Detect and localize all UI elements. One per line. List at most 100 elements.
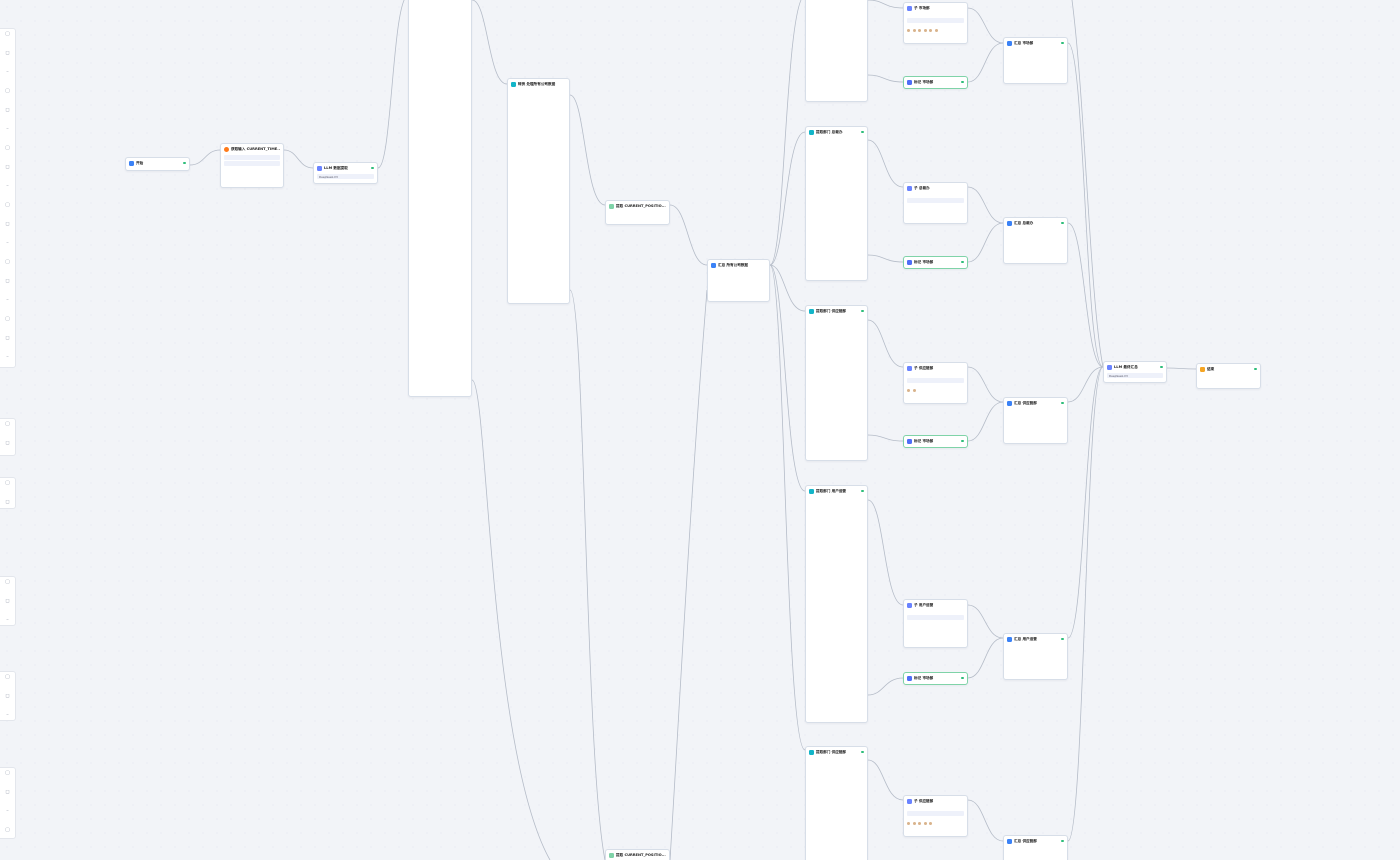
node-aggregate[interactable]: 汇总 总裁办 — [1003, 217, 1068, 264]
node-transform[interactable]: 转换 处理所有公司数据 — [507, 78, 570, 304]
node-title: LLM 数据提取 — [324, 165, 348, 170]
status-dot — [1061, 221, 1064, 225]
node-extract-dept[interactable]: 提取部门 总裁办 — [805, 126, 868, 281]
node-tag[interactable]: 标记 市场部 — [903, 435, 968, 448]
node-sub-llm[interactable]: 子 供应链部 — [903, 362, 968, 404]
node-aggregate[interactable]: 汇总 用户运营 — [1003, 633, 1068, 680]
node-sub-llm[interactable]: 子 用户运营 — [903, 599, 968, 648]
node-aggregate-all[interactable]: 汇总 所有公司数据 — [707, 259, 770, 302]
llm-icon — [317, 165, 322, 171]
list-item — [409, 306, 471, 313]
minus-icon[interactable]: ▢ — [5, 316, 10, 322]
aggregate-icon — [1007, 400, 1012, 406]
plus-icon[interactable]: – — [6, 297, 9, 303]
tag-icon — [907, 259, 912, 265]
list-item — [409, 17, 471, 24]
fit-icon[interactable]: ◻ — [5, 278, 10, 284]
llm-icon — [907, 602, 912, 608]
hand-icon[interactable]: ▢ — [5, 770, 10, 776]
lock-icon[interactable]: ◻ — [5, 789, 10, 795]
param-chip — [224, 155, 280, 160]
minus-icon[interactable]: ◻ — [5, 164, 10, 170]
node-aggregate[interactable]: 汇总 供应链部 — [1003, 397, 1068, 444]
node-description — [806, 440, 867, 442]
node-extract-position[interactable]: 提取 CURRENT_POSITIO... — [605, 200, 670, 225]
node-extract-dept[interactable]: 提取部门 用户运营 — [805, 485, 868, 723]
node-title: 开始 — [136, 160, 144, 165]
list-item — [409, 369, 471, 376]
node-header: 标记 市场部 — [904, 77, 967, 87]
param-row — [806, 137, 867, 144]
node-get-time[interactable]: 获取输入 CURRENT_TIME... — [220, 143, 284, 188]
undo-icon[interactable]: – — [6, 69, 9, 75]
node-sub-llm[interactable]: 子 供应链部 — [903, 795, 968, 837]
param-row — [806, 654, 867, 661]
node-sub-llm[interactable]: 子 总裁办 — [903, 182, 968, 224]
hand-icon[interactable]: ▢ — [5, 480, 10, 486]
undo-icon[interactable]: – — [6, 712, 9, 718]
lock-icon[interactable]: ◻ — [5, 499, 10, 505]
model-chip — [907, 615, 964, 621]
model-row — [904, 373, 967, 377]
list-item — [409, 299, 471, 306]
redo-icon[interactable]: ▢ — [5, 827, 10, 833]
hand-icon[interactable]: ▢ — [5, 421, 10, 427]
layout-icon[interactable]: ▢ — [5, 259, 10, 265]
code-icon — [511, 81, 516, 87]
undo-icon[interactable]: – — [6, 617, 9, 623]
lock-icon[interactable]: ◻ — [5, 440, 10, 446]
hand-icon[interactable]: ◻ — [5, 335, 10, 341]
lock-icon[interactable]: ◻ — [5, 693, 10, 699]
llm-icon — [907, 365, 912, 371]
hand-icon[interactable]: – — [6, 183, 9, 189]
plus-icon[interactable]: ▢ — [5, 145, 10, 151]
list-item — [508, 152, 569, 159]
node-aggregate[interactable]: 汇总 市场部 — [1003, 37, 1068, 84]
lock-icon[interactable]: ◻ — [5, 598, 10, 604]
model-chip — [907, 811, 964, 817]
node-extract-dept[interactable] — [805, 0, 868, 102]
node-extract-dept[interactable]: 提取部门 供应链部 — [805, 746, 868, 860]
undo-icon[interactable]: – — [6, 808, 9, 814]
node-title: 转换 处理所有公司数据 — [518, 81, 556, 86]
node-filter-list[interactable] — [408, 0, 472, 397]
node-aggregate[interactable]: 汇总 供应链部 — [1003, 835, 1068, 860]
layout-icon[interactable]: ◻ — [5, 107, 10, 113]
list-item — [508, 250, 569, 257]
node-extract-dept[interactable]: 提取部门 供应链部 — [805, 305, 868, 461]
node-start[interactable]: 开始 — [125, 157, 190, 171]
undo-icon[interactable]: ◻ — [5, 221, 10, 227]
node-extract-position-2[interactable]: 提取 CURRENT_POSITIO... — [605, 849, 670, 860]
param-row — [806, 357, 867, 364]
param-row — [806, 412, 867, 419]
node-end[interactable]: 结束 — [1196, 363, 1261, 389]
node-title: 标记 市场部 — [914, 79, 934, 84]
redo-icon[interactable]: ▢ — [5, 88, 10, 94]
tag-icon — [907, 438, 912, 444]
param-row — [806, 805, 867, 812]
list-item — [409, 165, 471, 172]
node-tag[interactable]: 标记 市场部 — [903, 672, 968, 685]
lock-icon[interactable]: ◻ — [5, 50, 10, 56]
node-tag[interactable]: 标记 市场部 — [903, 256, 968, 269]
lock-icon[interactable]: ▢ — [5, 202, 10, 208]
node-sub-llm[interactable]: 子 市场部 — [903, 2, 968, 44]
fit-icon[interactable]: – — [6, 126, 9, 132]
redo-icon[interactable]: – — [6, 240, 9, 246]
hand-icon[interactable]: ▢ — [5, 674, 10, 680]
node-title: 结束 — [1207, 366, 1215, 371]
node-tag[interactable]: 标记 市场部 — [903, 76, 968, 89]
list-item — [508, 173, 569, 180]
param-row — [806, 606, 867, 613]
hand-icon[interactable]: ▢ — [5, 31, 10, 37]
param-row — [806, 316, 867, 323]
lock-icon[interactable]: – — [6, 354, 9, 360]
aggregate-icon — [1007, 40, 1012, 46]
list-item — [409, 271, 471, 278]
model-chip — [907, 198, 964, 204]
node-title: 汇总 总裁办 — [1014, 220, 1034, 225]
code-icon — [809, 129, 814, 135]
hand-icon[interactable]: ▢ — [5, 579, 10, 585]
